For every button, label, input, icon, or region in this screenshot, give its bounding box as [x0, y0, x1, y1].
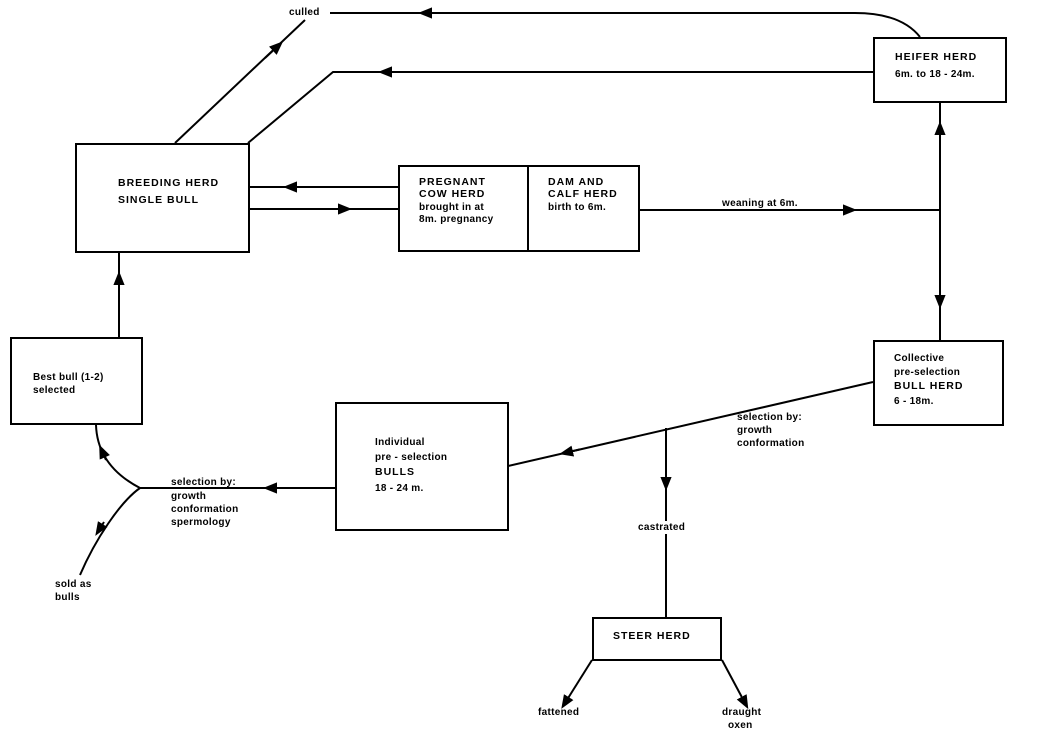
label-castrated: castrated — [636, 521, 688, 534]
label-culled: culled — [289, 7, 320, 18]
dam-calf-line3: birth to 6m. — [548, 202, 607, 213]
edge-heifer-to-breeding — [247, 71, 873, 144]
label-selection-individual-2: growth — [171, 491, 207, 502]
edge-breeding-to-culled-arrow — [264, 41, 284, 59]
breeding-herd-line1: BREEDING HERD — [118, 177, 220, 189]
label-fattened: fattened — [538, 707, 580, 718]
edge-junction-to-bestbull — [95, 424, 141, 489]
edge-steer-to-draught — [721, 659, 749, 710]
individual-line2: pre - selection — [375, 452, 448, 463]
label-selection-individual-1: selection by: — [171, 477, 237, 488]
label-selection-collective-1: selection by: — [737, 412, 803, 423]
dam-calf-line2: CALF HERD — [548, 188, 618, 200]
node-heifer-herd — [873, 37, 1007, 103]
node-best-bull — [10, 337, 143, 425]
pregnant-line4: 8m. pregnancy — [419, 214, 494, 225]
best-bull-line1: Best bull (1-2) — [33, 372, 104, 383]
pregnant-line3: brought in at — [419, 202, 484, 213]
label-selection-collective-2: growth — [737, 425, 773, 436]
collective-line3: BULL HERD — [894, 380, 964, 392]
breeding-herd-line2: SINGLE BULL — [118, 194, 199, 206]
individual-line1: Individual — [375, 437, 425, 448]
individual-line3: BULLS — [375, 466, 415, 478]
label-selection-individual-3: conformation — [171, 504, 239, 515]
node-breeding-herd — [75, 143, 250, 253]
label-sold-as-bulls-1: sold as — [55, 579, 92, 590]
pregnant-line1: PREGNANT — [419, 176, 486, 188]
edge-steer-to-fattened — [561, 659, 593, 709]
best-bull-line2: selected — [33, 385, 76, 396]
label-draught-oxen-2: oxen — [728, 720, 753, 731]
heifer-line1: HEIFER HERD — [895, 51, 978, 63]
edge-breeding-to-culled — [174, 19, 306, 144]
edge-junction-to-bestbull-arrow — [99, 444, 110, 461]
individual-line4: 18 - 24 m. — [375, 483, 424, 494]
dam-calf-line1: DAM AND — [548, 176, 605, 188]
node-pregnant-cow-herd — [398, 165, 529, 252]
pregnant-line2: COW HERD — [419, 188, 486, 200]
node-steer-herd — [592, 617, 722, 661]
label-selection-collective-3: conformation — [737, 438, 805, 449]
node-dam-calf-herd — [527, 165, 640, 252]
label-sold-as-bulls-2: bulls — [55, 592, 80, 603]
steer-line1: STEER HERD — [613, 630, 691, 642]
node-collective-bull-herd — [873, 340, 1004, 426]
label-weaning: weaning at 6m. — [722, 198, 798, 209]
label-draught-oxen-1: draught — [722, 707, 762, 718]
heifer-line2: 6m. to 18 - 24m. — [895, 69, 975, 80]
node-individual-bulls — [335, 402, 509, 531]
label-selection-individual-4: spermology — [171, 517, 231, 528]
edge-junction-to-sold — [79, 487, 141, 576]
edge-collective-to-individual — [507, 381, 874, 467]
edge-junction-to-sold-arrow — [95, 521, 108, 536]
collective-line1: Collective — [894, 353, 945, 364]
collective-line2: pre-selection — [894, 367, 961, 378]
edge-collective-to-individual-arrow — [559, 445, 581, 457]
edge-heifer-to-culled — [330, 12, 921, 38]
collective-line4: 6 - 18m. — [894, 396, 934, 407]
